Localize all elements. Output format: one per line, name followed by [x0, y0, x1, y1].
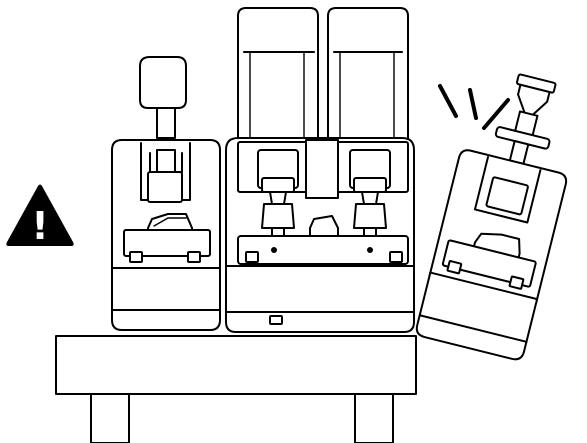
single-lever-unit	[112, 57, 220, 330]
table	[56, 336, 416, 443]
warning-exclamation: !	[31, 204, 48, 248]
dual-throttle-unit	[226, 8, 414, 332]
warning-triangle-icon: !	[6, 185, 73, 249]
table-leg-left	[91, 394, 129, 443]
table-top	[56, 336, 416, 394]
usb-port	[270, 316, 282, 324]
vibration-lines-icon	[440, 86, 508, 128]
lever-knob	[140, 57, 186, 108]
table-leg-right	[355, 394, 393, 443]
